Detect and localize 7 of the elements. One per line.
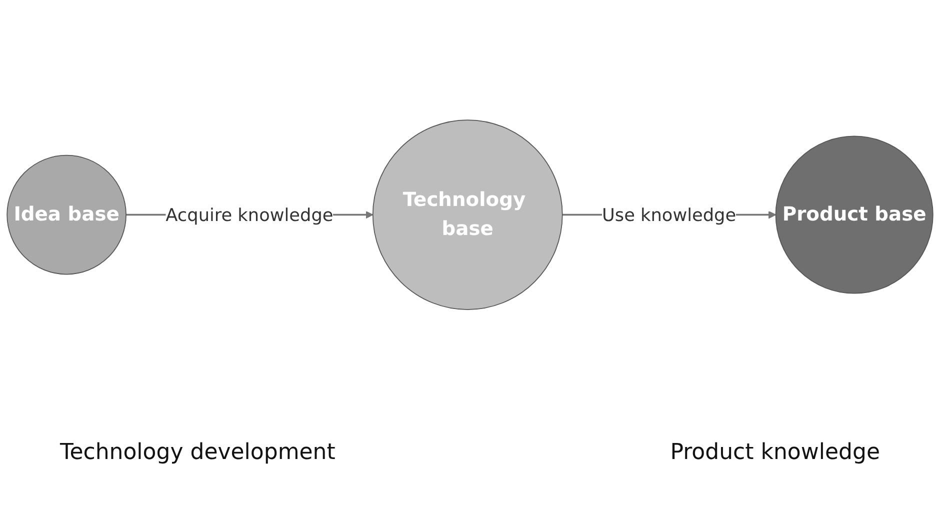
node-circle: Technology base [372, 120, 563, 310]
node-circle: Product base [775, 136, 934, 294]
caption-text: Technology development [60, 440, 336, 465]
node-circle: Idea base [6, 155, 126, 275]
caption-text: Product knowledge [670, 440, 880, 465]
edge-label: Acquire knowledge [166, 204, 334, 226]
edge-label: Use knowledge [602, 204, 736, 226]
